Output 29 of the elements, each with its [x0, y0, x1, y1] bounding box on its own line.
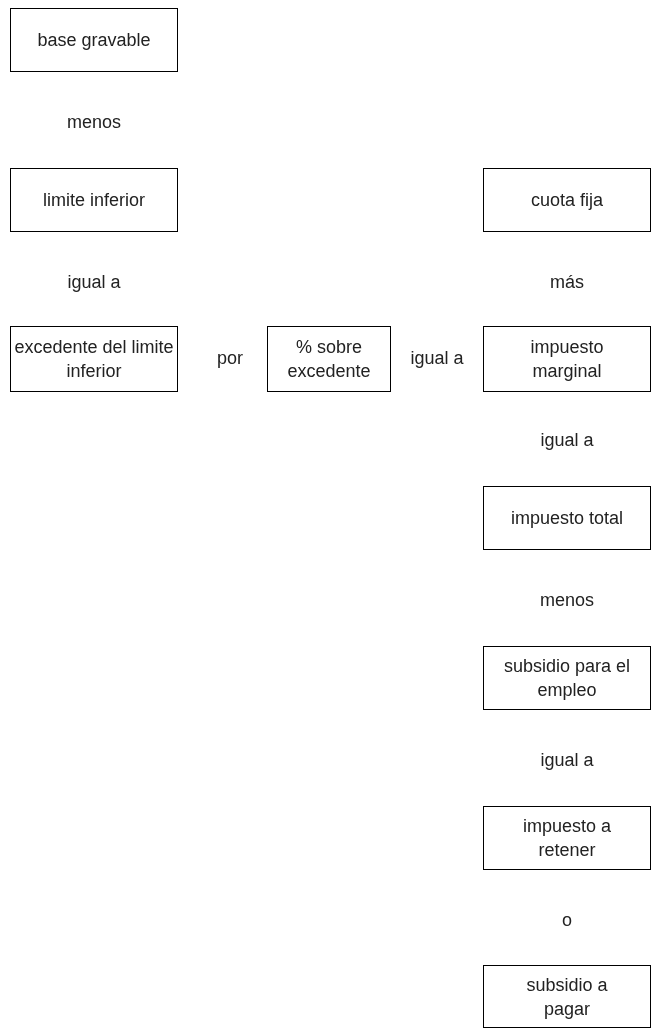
operator-word: igual a [410, 347, 464, 370]
operator-word: menos [67, 111, 121, 134]
term-box [483, 326, 651, 392]
operator-word: menos [540, 589, 594, 612]
term-box [10, 168, 178, 232]
operator-word: igual a [67, 271, 121, 294]
operator-word: o [562, 909, 572, 932]
term-box [483, 168, 651, 232]
operator-word: más [550, 271, 584, 294]
operator-word: igual a [540, 749, 594, 772]
term-text: limite inferior [43, 189, 145, 212]
term-text: impuesto total [510, 507, 624, 530]
operator-word: por [217, 347, 243, 370]
term-box [10, 326, 178, 392]
term-box [483, 646, 651, 710]
term-box [10, 8, 178, 72]
term-text: % sobre excedente [286, 336, 372, 383]
term-box [483, 486, 651, 550]
term-box [483, 806, 651, 870]
term-text: subsidio para el empleo [502, 655, 632, 702]
term-text: excedente del limite inferior [13, 336, 175, 383]
term-text: cuota fija [530, 189, 603, 212]
term-text: base gravable [37, 29, 151, 52]
term-box [483, 965, 651, 1028]
term-text: impuesto a retener [521, 815, 613, 862]
term-box [267, 326, 391, 392]
term-text: subsidio a pagar [525, 973, 609, 1021]
operator-word: igual a [540, 429, 594, 452]
term-text: impuesto marginal [529, 336, 605, 383]
